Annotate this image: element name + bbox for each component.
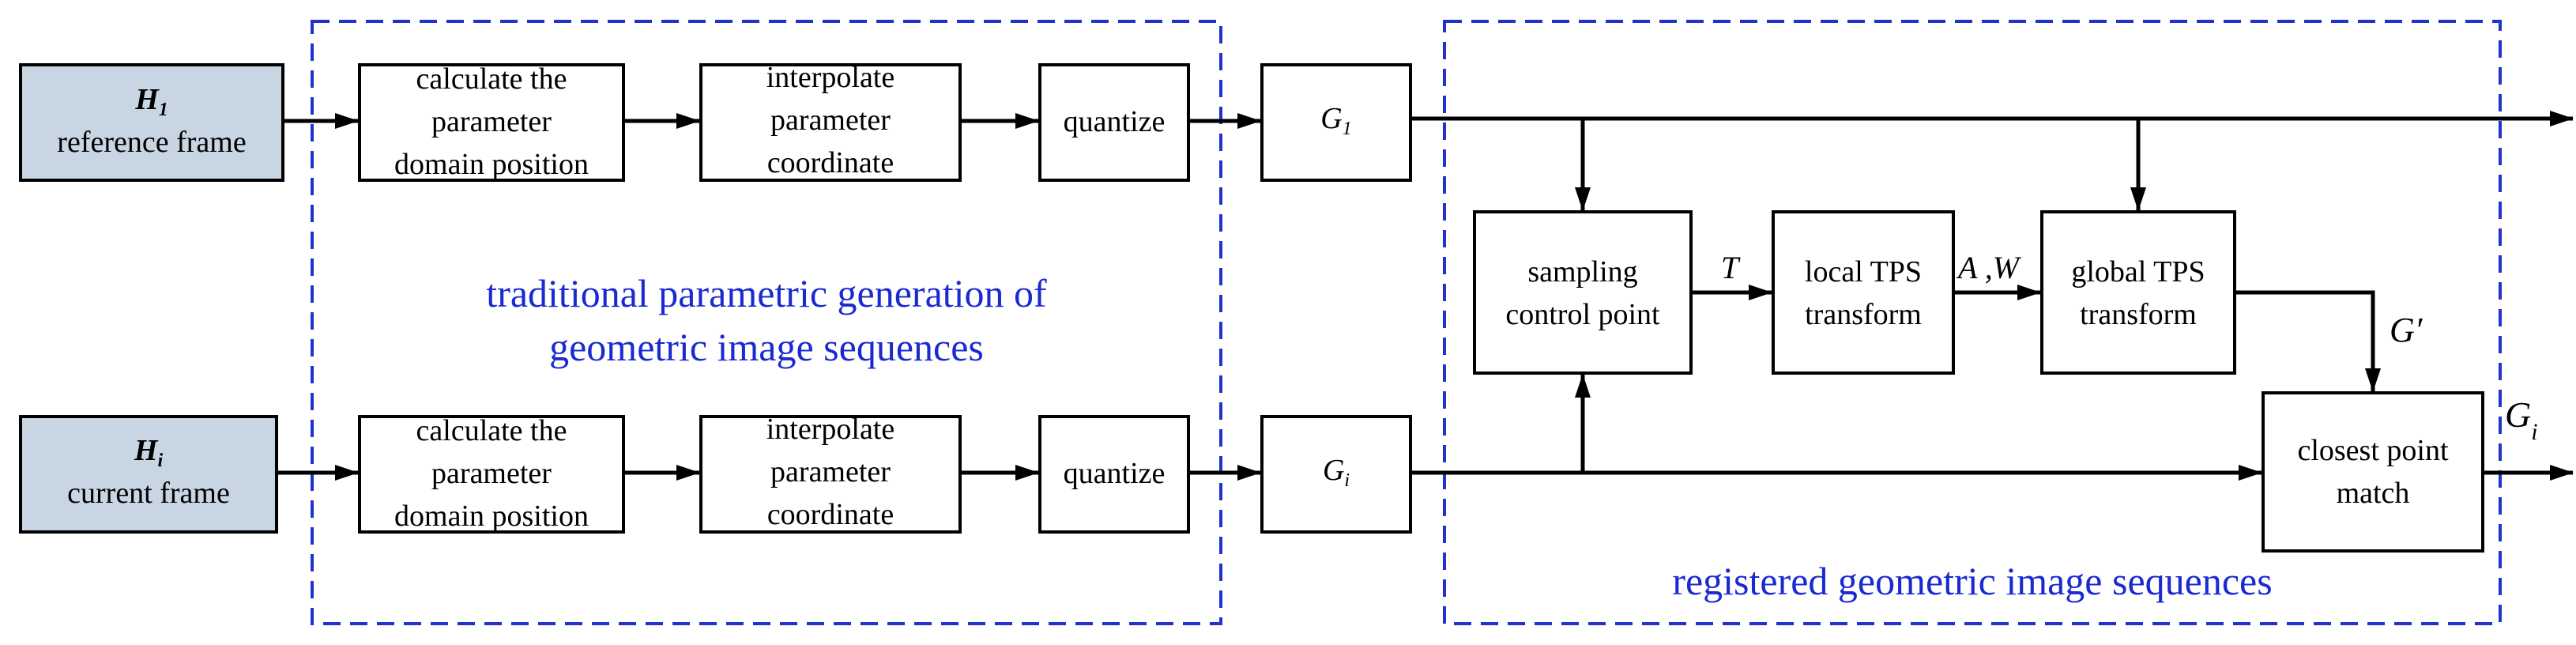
right-caption: registered geometric image sequences bbox=[1672, 559, 2272, 603]
bottom-row-connectors bbox=[277, 374, 2574, 481]
sampling-control-point-box bbox=[1473, 210, 1693, 375]
top-calc-line1: calculate the bbox=[416, 62, 567, 96]
reference-frame-symbol: H1 bbox=[134, 83, 168, 120]
traditional-generation-frame bbox=[311, 20, 1222, 625]
left-caption-line2: geometric image sequences bbox=[549, 325, 984, 369]
bottom-calc-box bbox=[358, 415, 625, 534]
bottom-calc-line3: domain position bbox=[394, 500, 589, 533]
top-interp-line1: interpolate bbox=[766, 61, 894, 94]
current-frame-label: current frame bbox=[67, 477, 230, 510]
registration-frame bbox=[1443, 20, 2502, 625]
closest-point-match-box bbox=[2262, 391, 2484, 553]
bottom-output-label: Gi bbox=[1323, 454, 1350, 491]
bottom-calc-line2: parameter bbox=[431, 457, 552, 490]
global-tps-box bbox=[2040, 210, 2236, 375]
current-frame-box bbox=[19, 415, 278, 534]
closest-point-line2: match bbox=[2337, 477, 2410, 510]
left-caption-line1: traditional parametric generation of bbox=[486, 271, 1047, 315]
reference-frame-box bbox=[19, 63, 284, 182]
local-tps-line1: local TPS bbox=[1805, 255, 1922, 289]
label-AW: A ,W bbox=[1956, 250, 2022, 285]
top-interp-line3: coordinate bbox=[767, 146, 894, 179]
local-tps-box bbox=[1772, 210, 1955, 375]
local-tps-line2: transform bbox=[1805, 298, 1922, 331]
bottom-quantize-label: quantize bbox=[1064, 457, 1166, 490]
bottom-calc-line1: calculate the bbox=[416, 414, 567, 447]
closest-point-line1: closest point bbox=[2297, 434, 2448, 467]
global-tps-line2: transform bbox=[2080, 298, 2197, 331]
label-Gprime: G′ bbox=[2390, 311, 2423, 349]
top-calc-line3: domain position bbox=[394, 148, 589, 181]
bottom-interp-box bbox=[699, 415, 962, 534]
current-frame-symbol: Hi bbox=[134, 434, 164, 471]
bottom-interp-line2: parameter bbox=[770, 455, 891, 488]
sampling-line1: sampling bbox=[1527, 255, 1637, 289]
top-output-box bbox=[1260, 63, 1412, 182]
top-calc-line2: parameter bbox=[431, 105, 552, 138]
bottom-interp-line1: interpolate bbox=[766, 413, 894, 446]
bottom-quantize-box bbox=[1038, 415, 1190, 534]
global-tps-line1: global TPS bbox=[2071, 255, 2205, 289]
registration-connectors bbox=[1691, 285, 2381, 392]
top-row-connectors bbox=[283, 111, 2574, 211]
top-quantize-label: quantize bbox=[1064, 105, 1166, 138]
reference-frame-label: reference frame bbox=[57, 126, 246, 159]
sampling-line2: control point bbox=[1505, 298, 1660, 331]
bottom-interp-line3: coordinate bbox=[767, 498, 894, 531]
top-interp-line2: parameter bbox=[770, 104, 891, 137]
top-quantize-box bbox=[1038, 63, 1190, 182]
top-interp-box bbox=[699, 63, 962, 182]
bottom-output-box bbox=[1260, 415, 1412, 534]
top-output-label: G1 bbox=[1320, 102, 1351, 139]
label-T: T bbox=[1721, 250, 1741, 285]
label-G-output: Gi bbox=[2505, 394, 2538, 445]
